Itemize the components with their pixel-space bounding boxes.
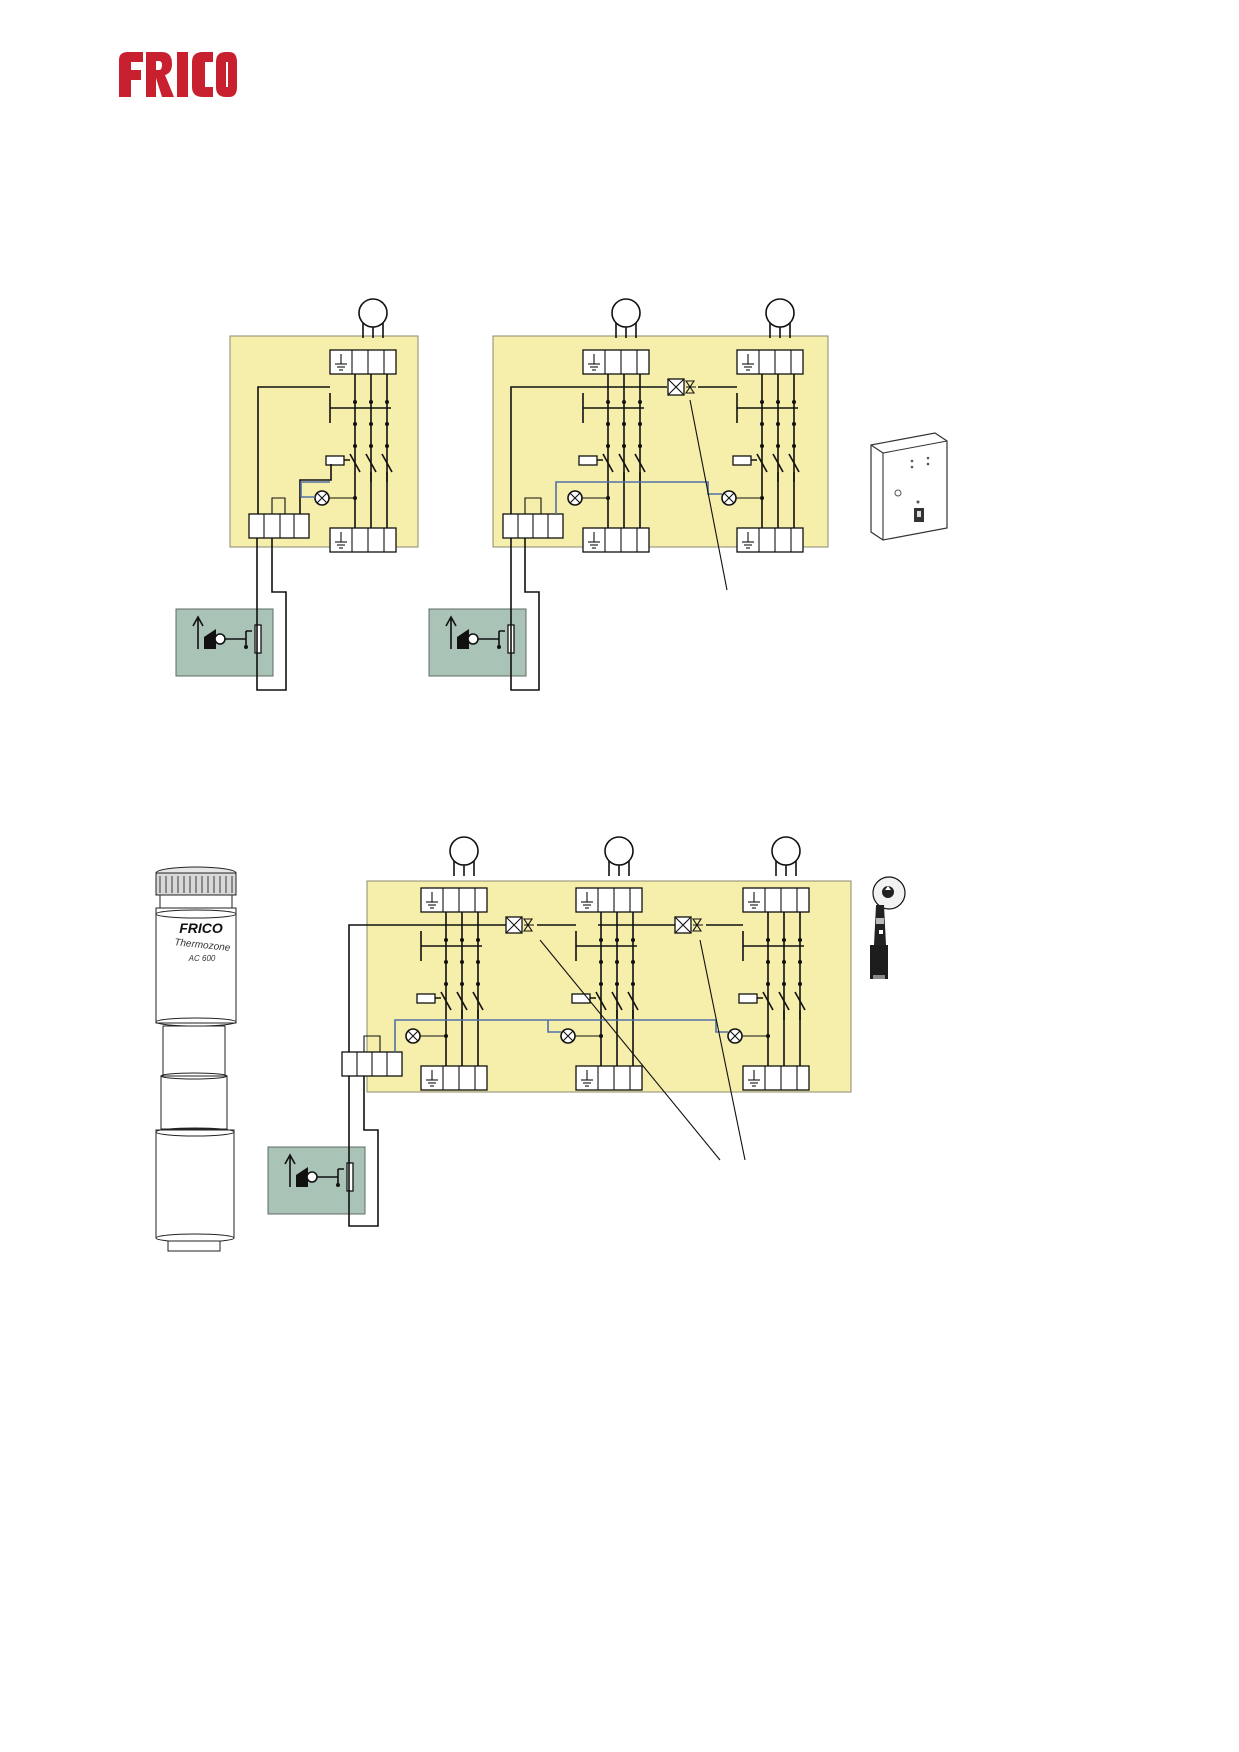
callout-line	[699, 939, 746, 1161]
optocoupler-icon	[674, 916, 704, 934]
callout-line	[539, 939, 721, 1161]
control-panel	[366, 880, 852, 1093]
cylinder-logo: FRICO	[179, 920, 223, 936]
control-terminal-block	[248, 497, 310, 539]
optocoupler-icon	[505, 916, 535, 934]
system-three-units	[267, 837, 852, 1227]
callout-line	[689, 399, 728, 591]
thermozone-cylinder-illustration: FRICO Thermozone AC 600	[155, 866, 237, 1252]
thermostat-dial-illustration	[870, 876, 906, 979]
optocoupler-icon	[667, 378, 697, 396]
frico-logo	[119, 52, 237, 97]
system-two-units	[428, 299, 829, 691]
control-box-illustration	[870, 432, 948, 541]
control-terminal-block	[341, 1035, 403, 1077]
system-single-unit	[175, 299, 419, 691]
cylinder-code: AC 600	[188, 954, 216, 963]
control-terminal-block	[502, 497, 564, 539]
